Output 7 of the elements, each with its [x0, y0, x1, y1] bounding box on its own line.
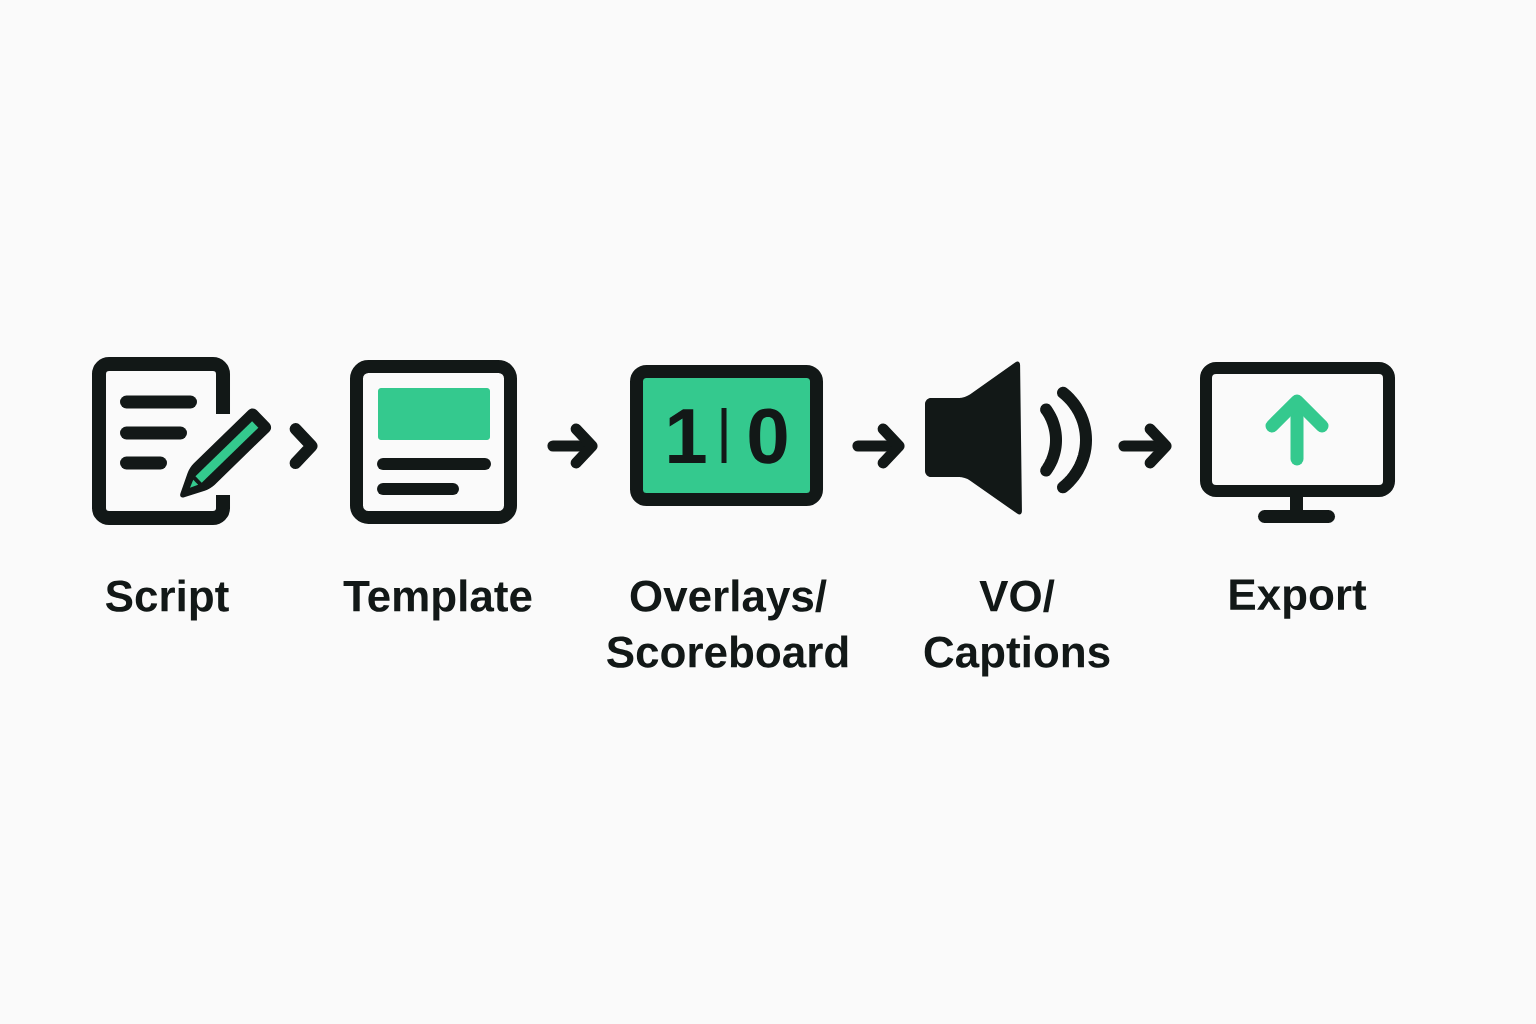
score-digit: 1 — [669, 409, 706, 463]
step-label: VO/ Captions — [924, 579, 1110, 677]
step-label: Script — [105, 579, 229, 621]
score-digit: 0 — [749, 408, 787, 464]
step-label: Overlays/ Scoreboard — [607, 579, 848, 668]
step-label: Export — [1230, 579, 1367, 619]
step-label: Template — [343, 579, 532, 621]
